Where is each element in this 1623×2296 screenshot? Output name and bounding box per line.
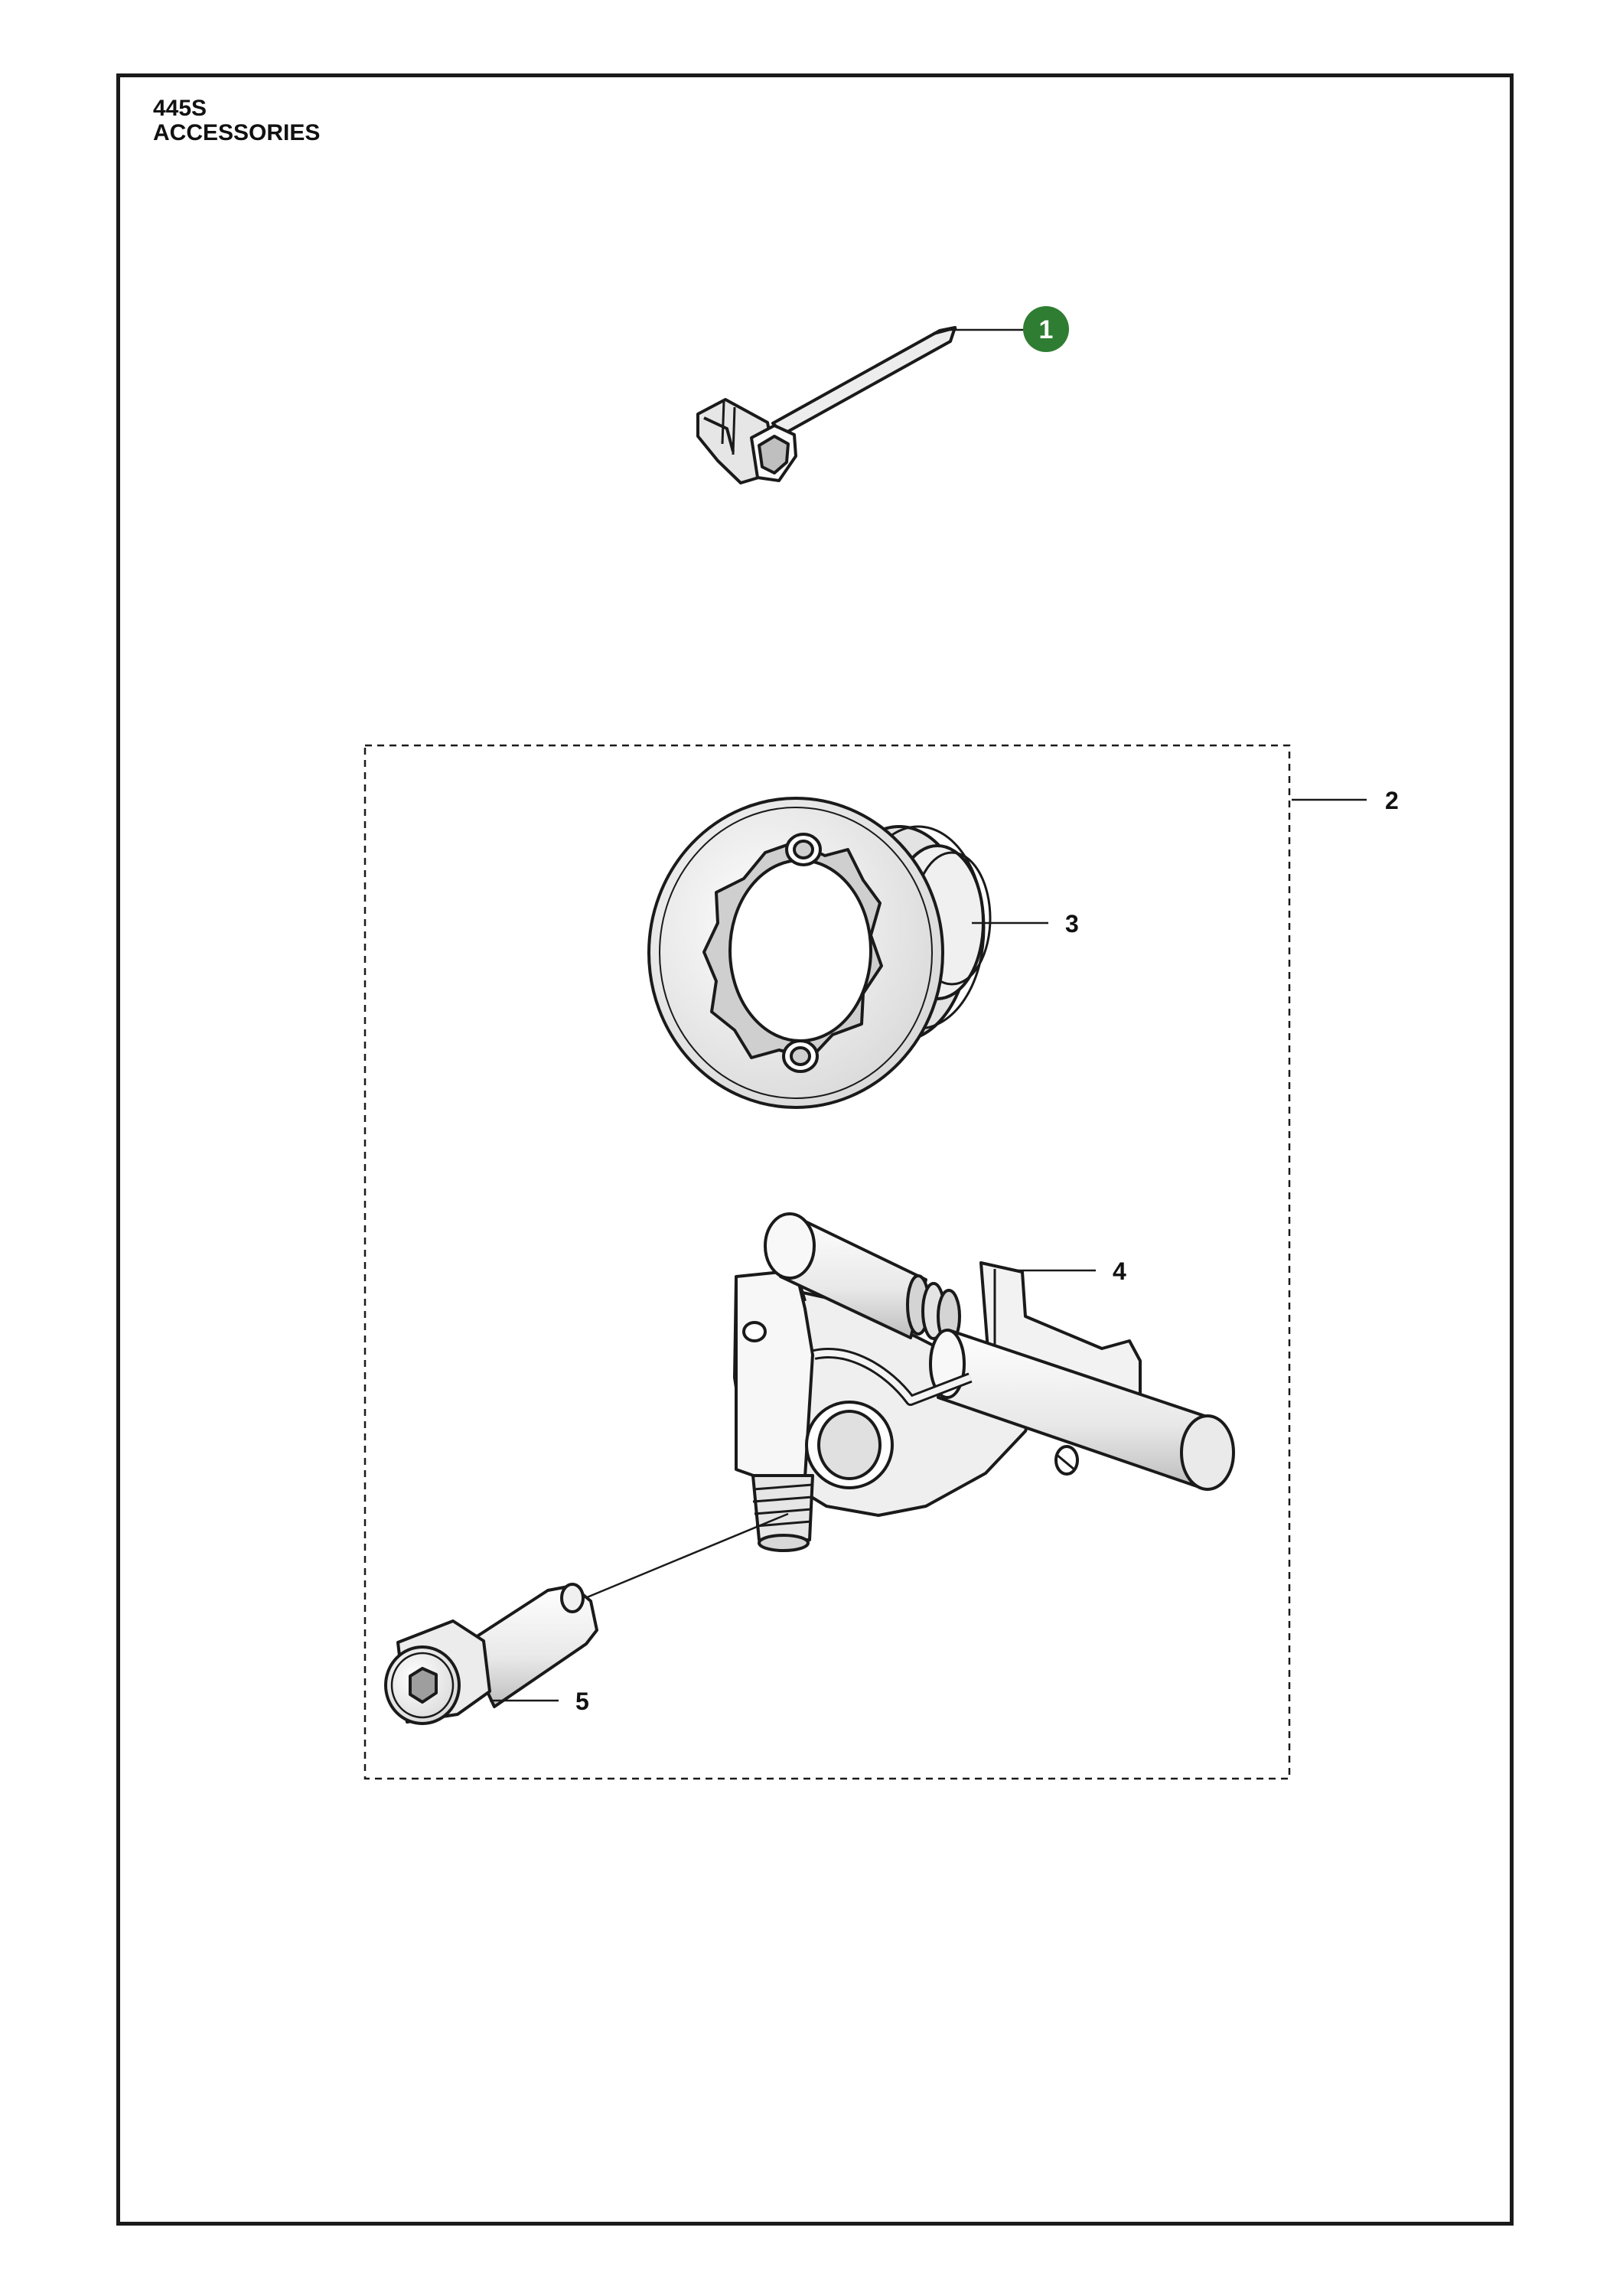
callout-label-4: 4: [1113, 1257, 1126, 1285]
drawing-frame: [116, 73, 1514, 2226]
oil-pump-icon: [733, 1212, 1235, 1552]
kit-group-box: [363, 744, 1291, 1780]
combination-wrench-icon: [696, 326, 957, 484]
callout-label-2: 2: [1385, 787, 1399, 814]
callout-label-3: 3: [1065, 910, 1079, 938]
section-label: ACCESSORIES: [153, 120, 321, 145]
socket-screw-icon: [384, 1583, 598, 1725]
model-label: 445S: [153, 96, 207, 121]
callout-badge-1: [1023, 306, 1069, 352]
callout-label-1: 1: [1039, 315, 1054, 344]
callout-label-5: 5: [575, 1688, 589, 1715]
sprocket-rim-icon: [647, 797, 992, 1109]
callout-1[interactable]: 1: [1023, 306, 1069, 352]
page-title: 445S ACCESSORIES: [153, 96, 320, 145]
